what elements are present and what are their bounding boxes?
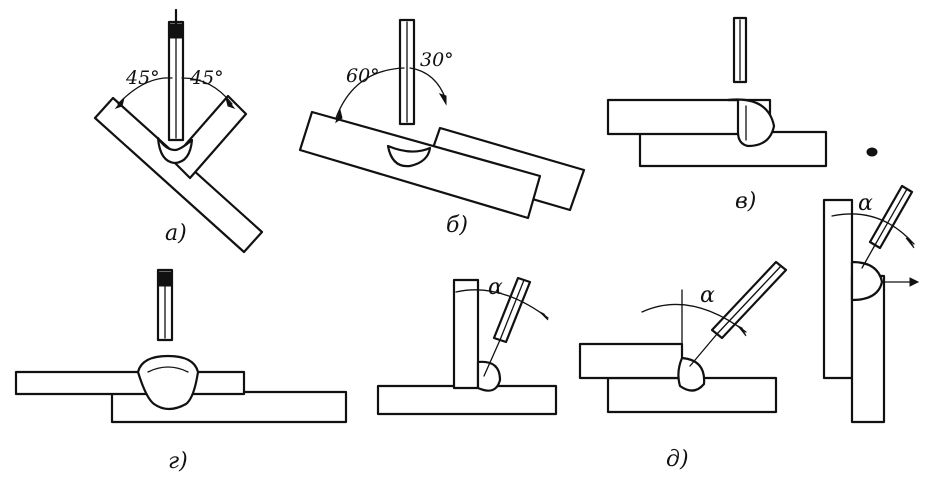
figure-d-tee-angle-arc	[455, 289, 549, 319]
figure-a-angle-right-label: 45°	[189, 67, 224, 89]
figure-d-vertical-alpha-label: α	[858, 191, 873, 216]
figure-a-weld-bead	[156, 136, 194, 165]
figure-b: 60° 30° б)	[298, 18, 586, 238]
figure-b-angle-left-label: 60°	[346, 65, 380, 87]
figure-d-lap-weld-bead	[677, 356, 706, 392]
figure-d-tee-alpha-label: α	[488, 275, 503, 300]
figure-b-caption: б)	[446, 213, 468, 238]
figure-g-plate-upper	[14, 370, 246, 396]
figure-d-lap: α д)	[578, 260, 788, 472]
figure-d-lap-plate-upper	[578, 342, 684, 380]
figure-a-angle-left-label: 45°	[125, 67, 160, 89]
figure-d-caption: д)	[666, 447, 689, 472]
figure-d-tee-vertical-plate	[452, 278, 480, 390]
figure-d-vertical-weld-bead	[850, 260, 884, 302]
figure-d-vertical-mark	[866, 147, 878, 157]
figure-a-angle-arc-right	[181, 77, 233, 105]
figure-d-lap-angle-arc	[641, 303, 747, 333]
figure-v-plate-lower	[638, 130, 828, 168]
figure-a-caption: а)	[165, 221, 187, 246]
figure-d-vertical-plate-left	[822, 198, 854, 380]
figure-a-plate-left	[93, 96, 264, 254]
figure-d-tee-base-plate	[376, 384, 558, 416]
figure-v-caption: в)	[735, 189, 756, 214]
figure-g-plate-lower	[110, 390, 348, 424]
figure-d-vertical: α	[822, 147, 920, 424]
figure-b-plate-upper	[298, 110, 542, 220]
figure-b-weld-bead	[386, 144, 432, 168]
figure-b-angle-right-label: 30°	[420, 49, 454, 71]
figure-g-caption: г)	[168, 449, 188, 474]
figure-g-electrode-holder	[158, 271, 172, 287]
figure-v-weld-bead	[726, 98, 776, 148]
figure-d-lap-alpha-label: α	[700, 283, 715, 308]
figure-d-tee: α	[376, 275, 558, 416]
figure-a-plate-right	[170, 94, 248, 180]
figure-d-vertical-angle-arc	[831, 213, 915, 245]
figure-g: г)	[14, 268, 348, 474]
figure-v: в)	[606, 16, 828, 214]
figure-a-electrode-holder	[169, 23, 183, 39]
figure-a: 45° 45° а)	[93, 8, 264, 254]
